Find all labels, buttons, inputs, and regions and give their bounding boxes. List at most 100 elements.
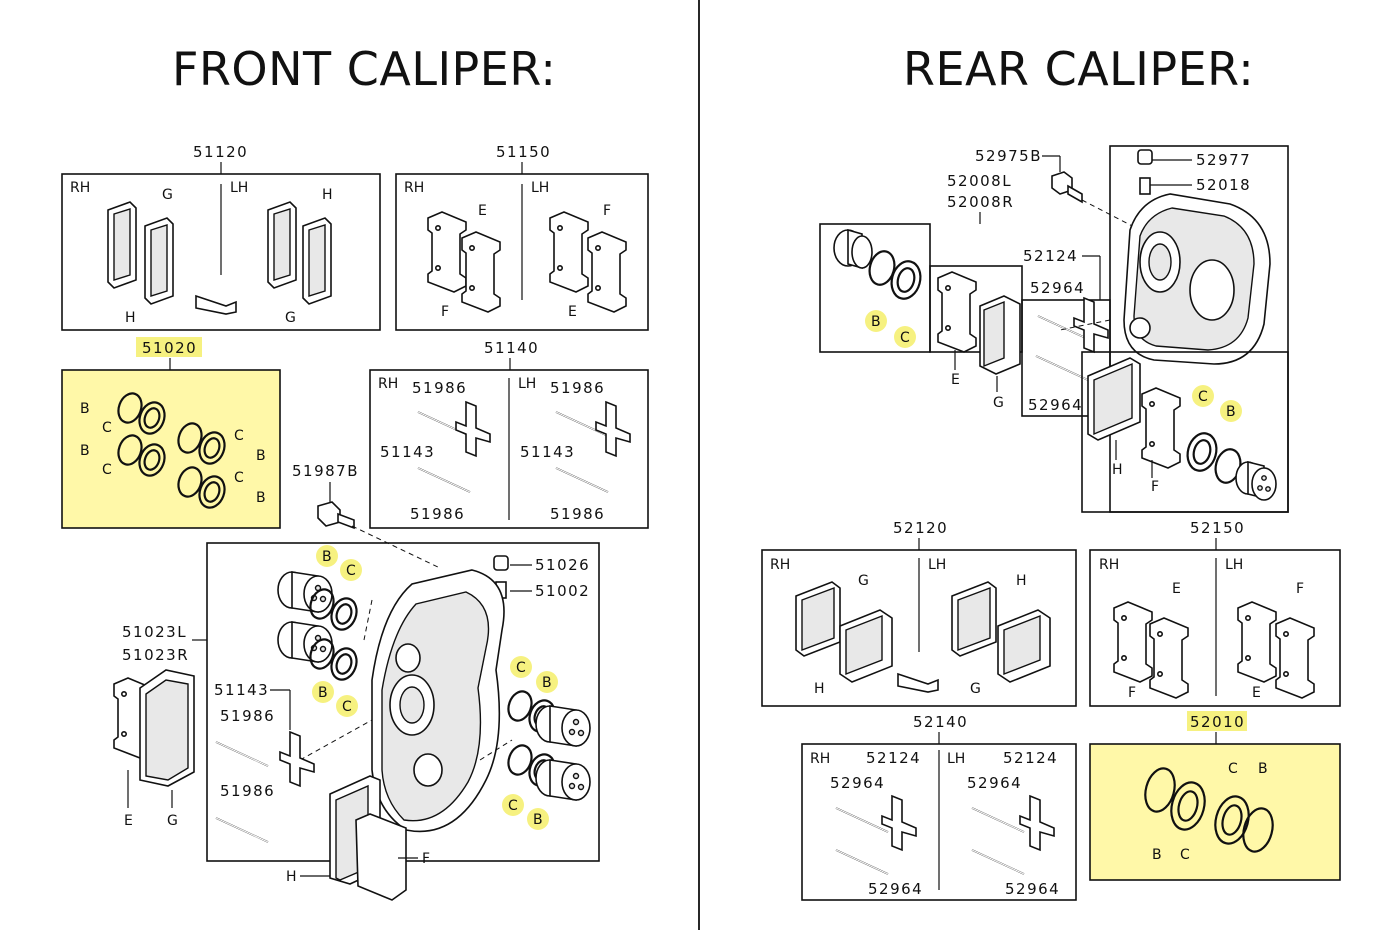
part-51140-label: 51140 <box>484 339 539 357</box>
label-c: C <box>508 798 518 814</box>
part-51986-label: 51986 <box>412 379 467 397</box>
label-c: C <box>234 470 244 486</box>
rear-caliper-body <box>1123 193 1271 365</box>
label-b: B <box>1226 404 1236 420</box>
rear-shim-e <box>937 271 977 353</box>
part-51143-label: 51143 <box>380 443 435 461</box>
label-f: F <box>603 203 611 219</box>
label-c: C <box>516 660 526 676</box>
box-51120 <box>61 173 381 331</box>
rear-pad-g <box>979 295 1021 375</box>
label-f: F <box>422 851 430 867</box>
rear-shim-e <box>1237 601 1277 683</box>
rear-pad-lh-outer <box>951 581 997 657</box>
label-rh: RH <box>378 376 398 392</box>
pad-pin <box>1035 355 1089 381</box>
label-h: H <box>286 869 297 885</box>
label-lh: LH <box>518 376 536 392</box>
rear-shim-e <box>1149 617 1189 699</box>
part-51143-label: 51143 <box>520 443 575 461</box>
label-b: B <box>256 490 266 506</box>
rear-seal-c <box>890 260 922 300</box>
part-51986-label: 51986 <box>550 505 605 523</box>
front-piston <box>277 571 333 613</box>
label-b: B <box>80 443 90 459</box>
box-52140 <box>801 743 1077 901</box>
part-52124-label: 52124 <box>1003 749 1058 767</box>
grease-tube <box>195 295 237 315</box>
label-f: F <box>1296 581 1304 597</box>
part-51150-label: 51150 <box>496 143 551 161</box>
front-shim-f <box>427 211 467 293</box>
label-g: G <box>993 395 1004 411</box>
pad-pin <box>215 817 269 843</box>
label-f: F <box>1128 685 1136 701</box>
part-52964-label: 52964 <box>868 880 923 898</box>
part-52140-label: 52140 <box>913 713 968 731</box>
front-shim-e <box>461 231 501 313</box>
label-b: B <box>1258 761 1268 777</box>
front-caliper-body <box>371 569 505 833</box>
label-h: H <box>814 681 825 697</box>
part-51026-label: 51026 <box>535 556 590 574</box>
box-51140 <box>369 369 649 529</box>
box-52010-seal-kit <box>1089 743 1341 881</box>
label-e: E <box>1252 685 1261 701</box>
part-51986-label: 51986 <box>550 379 605 397</box>
part-51120-label: 51120 <box>193 143 248 161</box>
label-b: B <box>322 549 332 565</box>
front-caliper-title: FRONT CALIPER: <box>172 42 557 96</box>
pad-spring-clip <box>1073 297 1109 353</box>
front-shim-f <box>587 231 627 313</box>
front-bolt <box>317 501 355 530</box>
part-51986-label: 51986 <box>220 707 275 725</box>
label-c: C <box>900 330 910 346</box>
front-piston <box>277 621 333 663</box>
label-e: E <box>568 304 577 320</box>
label-lh: LH <box>928 557 946 573</box>
label-b: B <box>80 401 90 417</box>
box-52120 <box>761 549 1077 707</box>
part-52964-label: 52964 <box>830 774 885 792</box>
pad-pin <box>971 849 1025 875</box>
label-f: F <box>1151 479 1159 495</box>
front-outer-pad <box>139 669 195 787</box>
label-b: B <box>871 314 881 330</box>
label-rh: RH <box>404 180 424 196</box>
part-52964-label: 52964 <box>1030 279 1085 297</box>
grease-tube <box>897 673 939 693</box>
label-rh: RH <box>70 180 90 196</box>
label-g: G <box>162 187 173 203</box>
rear-bolt <box>1051 171 1083 204</box>
bleeder-cap <box>493 555 509 599</box>
label-b: B <box>542 675 552 691</box>
label-e: E <box>1172 581 1181 597</box>
pad-spring-clip <box>455 401 491 457</box>
label-e: E <box>478 203 487 219</box>
label-g: G <box>970 681 981 697</box>
part-52010-label: 52010 <box>1190 713 1245 731</box>
highlight-52010 <box>1187 711 1247 731</box>
label-rh: RH <box>1099 557 1119 573</box>
label-rh: RH <box>770 557 790 573</box>
front-pad-lh-inner <box>302 217 332 305</box>
front-piston <box>535 759 591 801</box>
label-b: B <box>318 685 328 701</box>
label-b: B <box>1152 847 1162 863</box>
part-52120-label: 52120 <box>893 519 948 537</box>
part-52008r-label: 52008R <box>947 193 1014 211</box>
front-piston <box>535 705 591 747</box>
part-52977-label: 52977 <box>1196 151 1251 169</box>
pad-spring-clip <box>595 401 631 457</box>
rear-shim-f <box>1275 617 1315 699</box>
pad-pin <box>215 741 269 767</box>
label-c: C <box>102 420 112 436</box>
front-inner-pad <box>329 775 407 901</box>
label-b: B <box>533 812 543 828</box>
part-51986-label: 51986 <box>410 505 465 523</box>
label-g: G <box>858 573 869 589</box>
label-h: H <box>1112 462 1123 478</box>
label-e: E <box>951 372 960 388</box>
